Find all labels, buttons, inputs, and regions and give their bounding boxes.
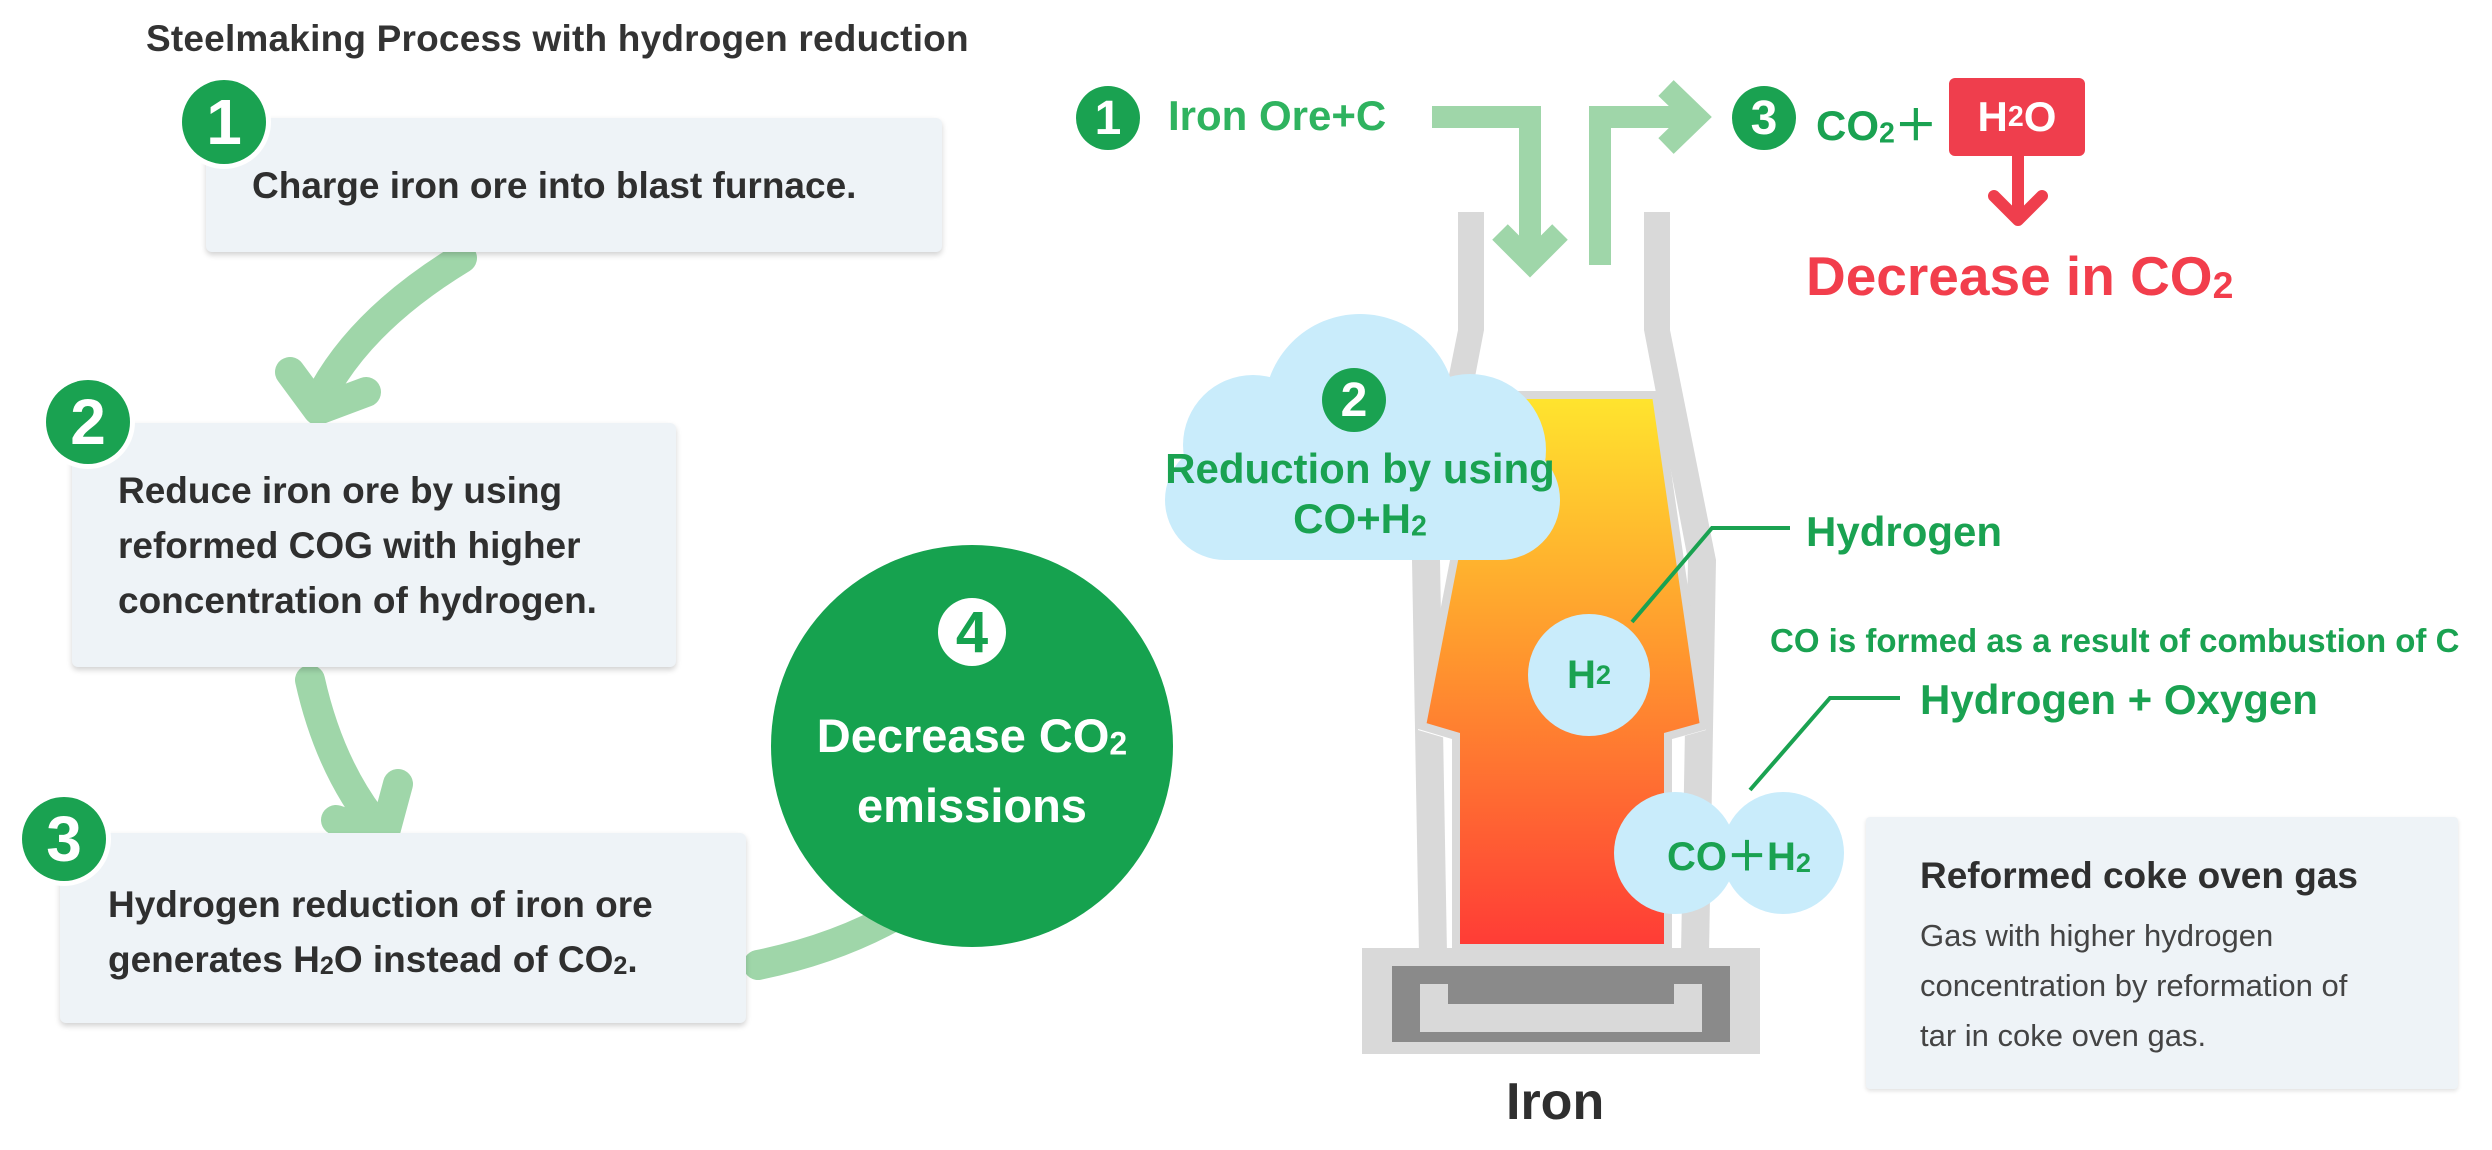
result-text: Decrease CO2 emissions (816, 709, 1128, 832)
note-body: Gas with higher hydrogen concentration b… (1920, 918, 2348, 1053)
hydrogen-label: Hydrogen (1806, 508, 2003, 555)
reduction-badge: 2 (1322, 368, 1386, 432)
note-card: Reformed coke oven gas Gas with higher h… (1866, 817, 2458, 1089)
step-2-line-1: Reduce iron ore by using (118, 470, 563, 511)
output-label: CO2＋ (1816, 102, 1937, 150)
decrease-label: Decrease in CO2 (1806, 245, 2234, 307)
output-arrow (1589, 80, 1712, 265)
hydrogen-oxygen-label: Hydrogen + Oxygen (1920, 676, 2318, 723)
step-3-line-1: Hydrogen reduction of iron ore (108, 884, 653, 925)
reduction-label: Reduction by using CO+H2 (1165, 445, 1555, 543)
step-2-line-3: concentration of hydrogen. (118, 580, 597, 621)
step-4-badge: 4 (938, 598, 1006, 666)
input-arrow (1432, 106, 1568, 278)
step-3-line-2: generates H2O instead of CO2. (108, 939, 638, 980)
flow-arrow-1-to-2 (275, 243, 477, 425)
input-badge: 1 (1076, 86, 1140, 150)
co-note: CO is formed as a result of combustion o… (1770, 622, 2460, 659)
output-badge: 3 (1732, 86, 1796, 150)
note-title: Reformed coke oven gas (1920, 855, 2358, 896)
iron-label: Iron (1506, 1073, 1605, 1131)
step-1-text: Charge iron ore into blast furnace. (252, 165, 857, 206)
step-1-card: Charge iron ore into blast furnace. (206, 118, 942, 252)
coh2-bubble: CO＋H2 (1614, 792, 1844, 914)
step-2-line-2: reformed COG with higher (118, 525, 581, 566)
step-2-badge: 2 (46, 380, 130, 464)
step-3-card: Hydrogen reduction of iron ore generates… (60, 833, 746, 1023)
reduction-cloud (1165, 314, 1560, 560)
step-3-badge: 3 (22, 797, 106, 881)
connector-lines (1630, 526, 1900, 792)
input-label: Iron Ore+C (1168, 92, 1387, 139)
step-2-card: Reduce iron ore by using reformed COG wi… (72, 423, 676, 667)
result-circle: 4 Decrease CO2 emissions (771, 545, 1173, 947)
page-title: Steelmaking Process with hydrogen reduct… (146, 18, 969, 59)
step-1-badge: 1 (182, 80, 266, 164)
